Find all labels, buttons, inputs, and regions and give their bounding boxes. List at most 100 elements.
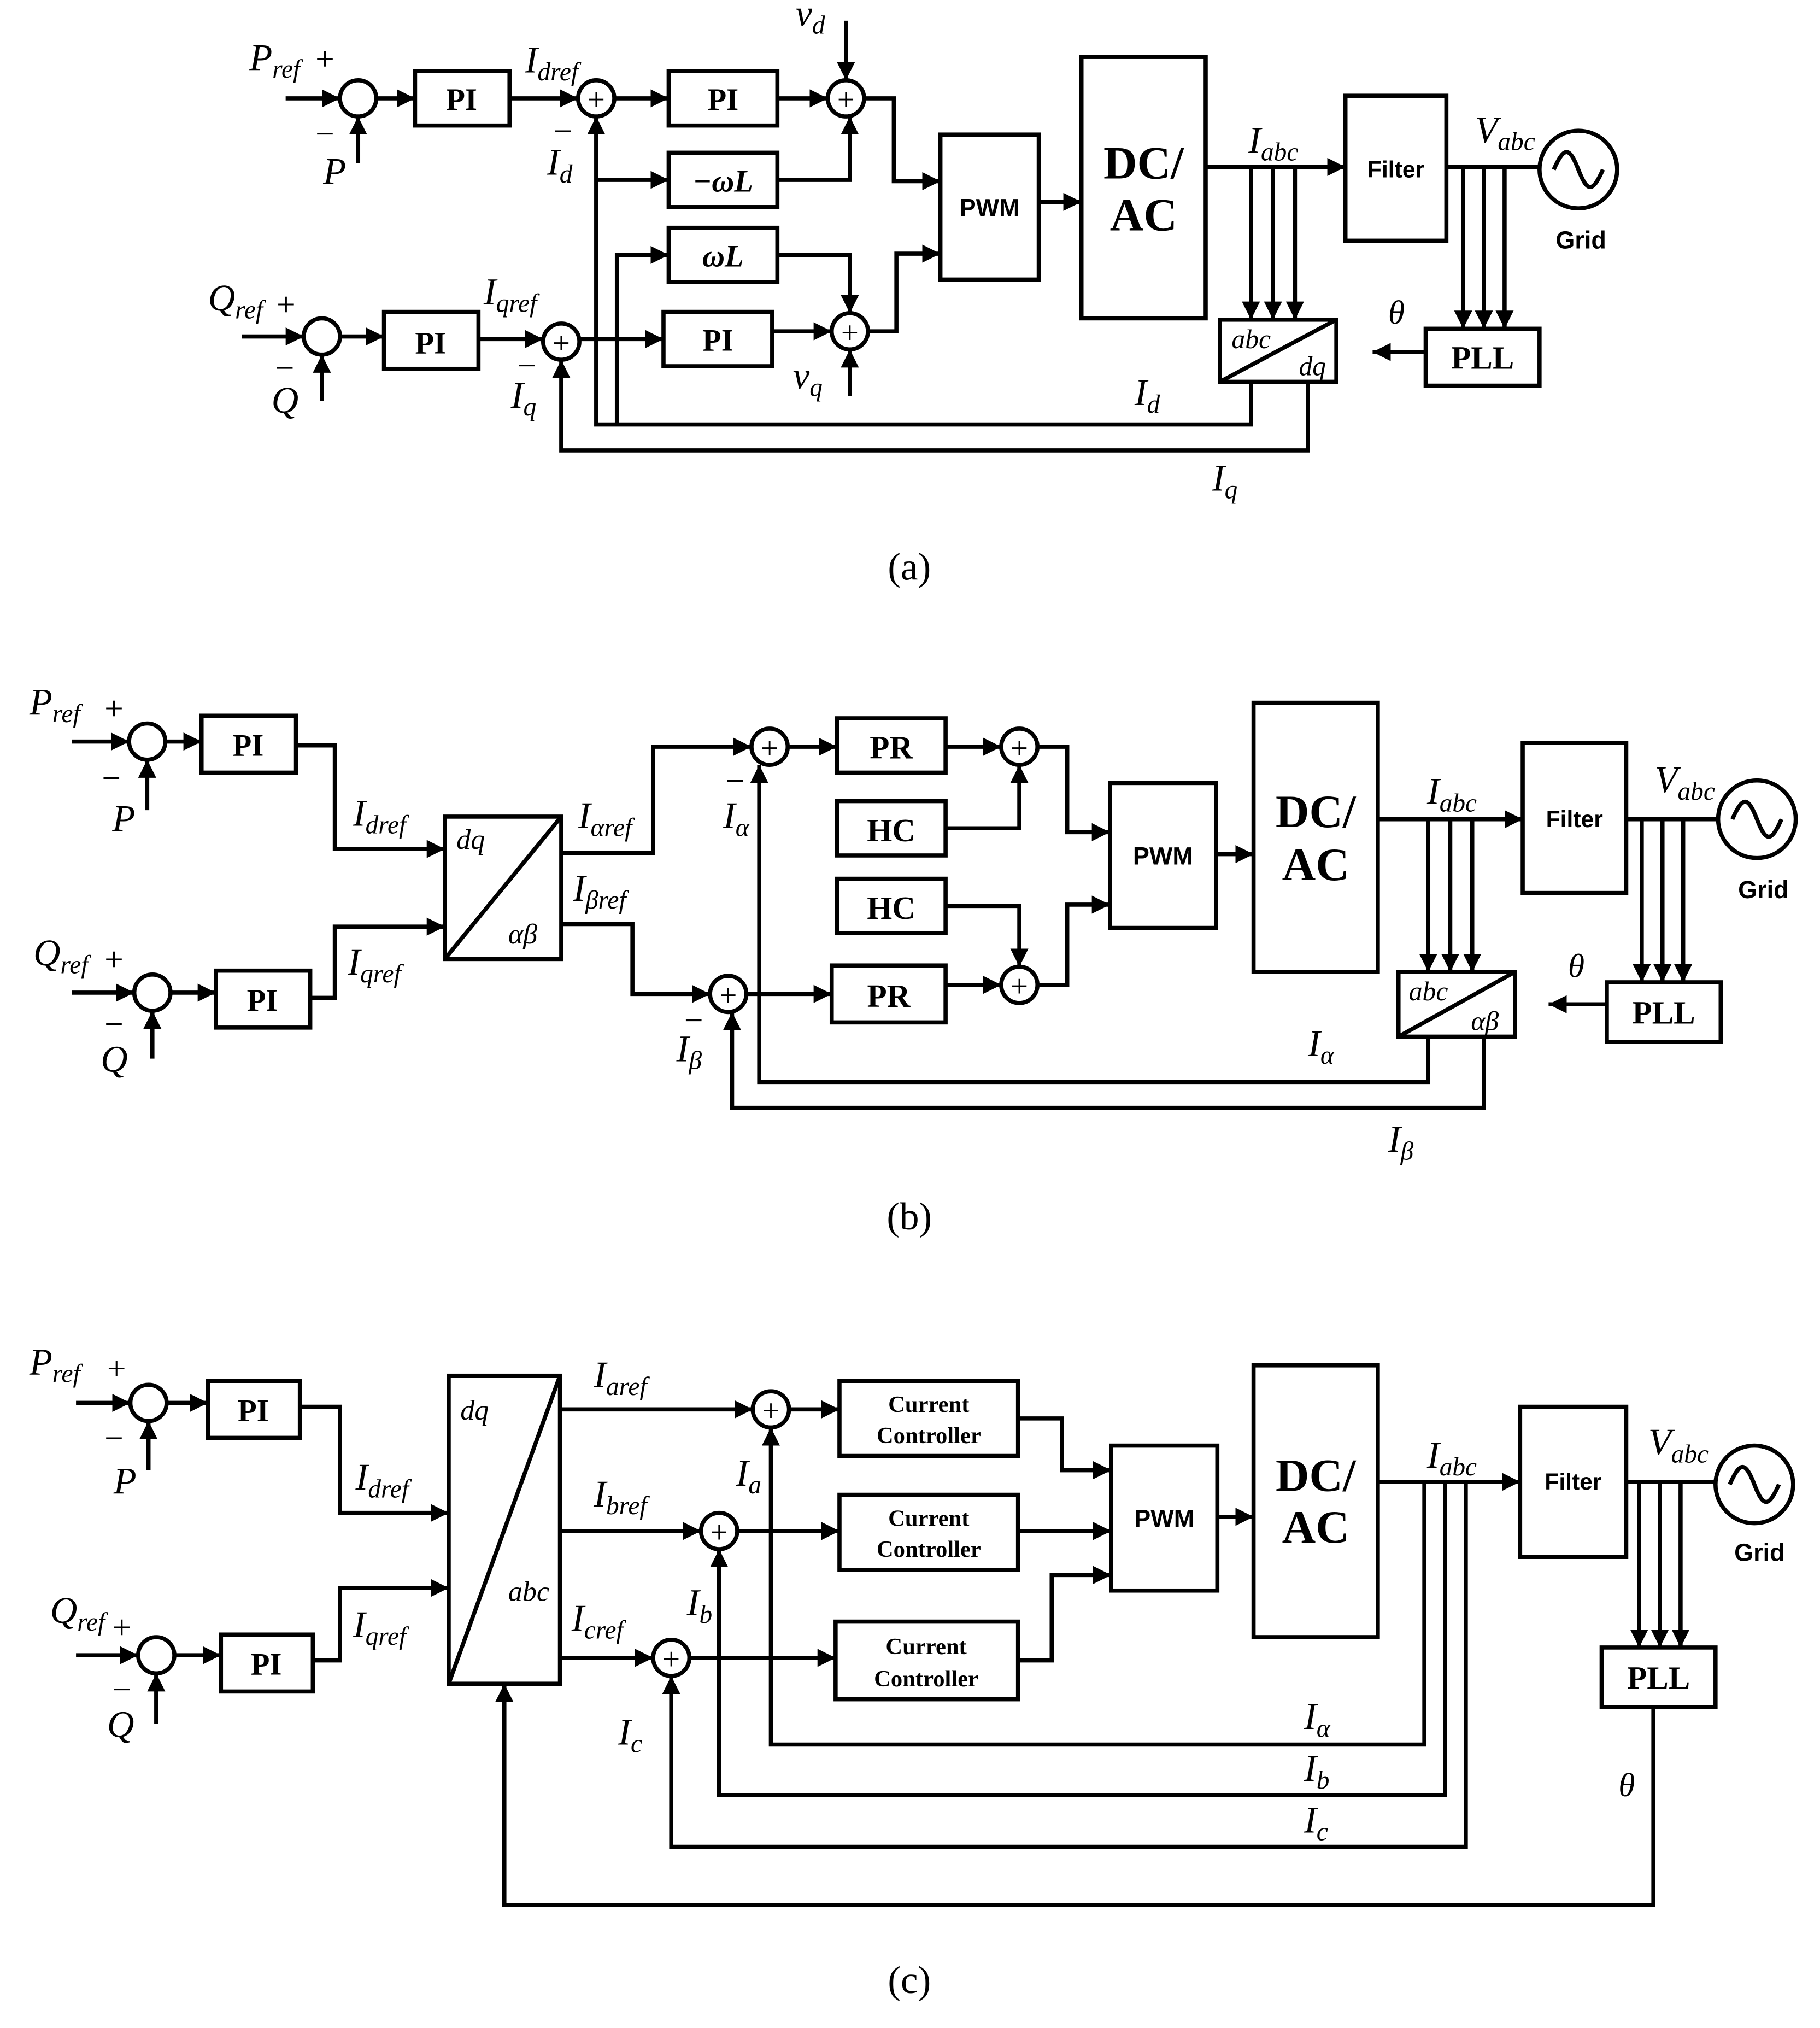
caption-c: (c)	[888, 1959, 931, 2002]
b-sign-q-minus: −	[104, 1006, 124, 1043]
b-tr1-out-label: αβ	[508, 919, 537, 950]
b-label-q: Q	[101, 1038, 128, 1080]
a-pi-d-label: PI	[707, 83, 738, 117]
c-tr-out-label: abc	[508, 1576, 549, 1608]
b-label-iqref: Iqref	[347, 941, 404, 988]
b-tr2-out-label: αβ	[1471, 1006, 1499, 1036]
a-sum-q	[302, 316, 342, 357]
c-label-ia: Ia	[736, 1452, 762, 1499]
c-sign-q-minus: −	[112, 1671, 131, 1708]
b-pi-p-label: PI	[233, 729, 264, 763]
c-label-idref: Idref	[355, 1456, 412, 1503]
b-dcac-block	[1251, 700, 1380, 974]
c-label-ic-fb: Ic	[1304, 1799, 1328, 1846]
c-pwm-label: PWM	[1134, 1505, 1194, 1533]
b-dq-alphabeta-block	[443, 814, 563, 962]
b-theta-label: θ	[1568, 948, 1584, 985]
b-label-pref: Pref	[29, 681, 84, 728]
diagram-c	[76, 1363, 1795, 1907]
a-tr-in-label: abc	[1231, 324, 1271, 354]
c-sum-p	[128, 1382, 169, 1423]
labels-c: Pref + − P PI Idref Qref + − Q PI Iqref …	[29, 1341, 1785, 2002]
a-label-iq-fb: Iq	[1212, 457, 1238, 504]
b-label-idref: Idref	[353, 793, 409, 840]
a-label-q: Q	[272, 379, 299, 421]
b-pr-alpha-label: PR	[870, 729, 913, 765]
c-cc-b-label-1: Current	[888, 1505, 969, 1531]
a-sum-iq-plus: +	[553, 326, 570, 360]
c-sign-q-plus: +	[112, 1609, 131, 1646]
c-dcac-label-1: DC/	[1276, 1450, 1357, 1501]
a-label-vq: vq	[793, 355, 823, 402]
a-sum-id-minus: −	[554, 113, 573, 150]
b-tr1-in-label: dq	[456, 824, 485, 855]
c-dcac-label-2: AC	[1282, 1502, 1349, 1553]
b-sum-hc1-plus: +	[1011, 731, 1028, 765]
c-cc-a-label-2: Controller	[877, 1423, 981, 1449]
caption-b: (b)	[886, 1195, 932, 1238]
a-tr-out-label: dq	[1299, 351, 1326, 382]
b-sum-alpha-plus: +	[761, 731, 778, 765]
c-label-ib-fb: Ib	[1304, 1748, 1330, 1795]
b-grid-label: Grid	[1738, 876, 1788, 904]
a-pwm-label: PWM	[960, 194, 1020, 221]
caption-a: (a)	[888, 546, 931, 589]
b-abc-alphabeta-block	[1396, 970, 1517, 1039]
c-cc-b-label-2: Controller	[877, 1537, 981, 1562]
a-sign-p-minus: −	[315, 115, 334, 153]
c-pll-label: PLL	[1627, 1660, 1690, 1696]
labels-a: Pref + − P PI Idref + − Id PI −ωL ωL PI …	[208, 0, 1606, 589]
b-sign-q-plus: +	[104, 941, 124, 978]
c-label-ic: Ic	[618, 1711, 642, 1758]
b-pr-beta-label: PR	[867, 978, 911, 1014]
c-sign-p-minus: −	[104, 1420, 124, 1457]
a-dcac-block	[1079, 55, 1208, 321]
a-sign-q-minus: −	[275, 350, 295, 387]
a-sign-q-plus: +	[277, 286, 296, 324]
b-sum-alpha-minus: −	[726, 763, 745, 800]
c-label-q: Q	[107, 1703, 134, 1745]
c-sum-a-plus: +	[762, 1394, 779, 1428]
c-grid-label: Grid	[1734, 1538, 1784, 1566]
c-filter-label: Filter	[1545, 1469, 1601, 1495]
a-dcac-label-2: AC	[1110, 189, 1177, 241]
c-label-vabc: Vabc	[1648, 1421, 1709, 1468]
b-label-p: P	[111, 798, 135, 839]
a-neg-omega-l-label: −ωL	[693, 164, 753, 198]
c-label-iaref: Iaref	[593, 1354, 650, 1401]
a-omega-l-label: ωL	[702, 239, 744, 274]
c-tr-in-label: dq	[460, 1395, 489, 1426]
b-pll-label: PLL	[1633, 995, 1695, 1031]
a-grid-label: Grid	[1555, 226, 1606, 254]
c-label-iabc: Iabc	[1426, 1434, 1477, 1481]
b-dcac-label-2: AC	[1282, 839, 1349, 890]
b-sum-hc2-plus: +	[1011, 969, 1028, 1004]
c-pi-q-label: PI	[251, 1648, 282, 1682]
a-pi-qref-label: PI	[415, 326, 446, 360]
c-sum-b-plus: +	[711, 1515, 728, 1550]
b-sum-beta-minus: −	[684, 1002, 703, 1039]
b-filter-label: Filter	[1546, 806, 1603, 833]
a-pi-p-label: PI	[446, 83, 477, 117]
c-label-pref: Pref	[29, 1341, 84, 1388]
c-label-ialpha-fb: Iα	[1304, 1696, 1331, 1743]
b-label-ibref: Iβref	[572, 868, 629, 915]
a-sign-p-plus: +	[315, 40, 334, 78]
c-sum-q	[136, 1635, 177, 1676]
c-label-qref: Qref	[50, 1590, 108, 1637]
a-label-iqref: Iqref	[483, 271, 540, 318]
a-label-qref: Qref	[208, 277, 266, 324]
a-sum-id-plus: +	[588, 83, 605, 117]
b-label-ialpha-fb: Iα	[1307, 1023, 1335, 1070]
b-pi-q-label: PI	[247, 983, 278, 1018]
b-hc-1-label: HC	[867, 812, 915, 848]
b-label-qref: Qref	[33, 932, 91, 979]
c-pi-p-label: PI	[238, 1394, 269, 1428]
diagram-b	[72, 700, 1798, 1110]
a-label-iq-left: Iq	[510, 374, 537, 421]
b-sum-beta-plus: +	[719, 978, 737, 1013]
c-label-p: P	[113, 1460, 137, 1502]
a-pi-q-label: PI	[702, 324, 733, 358]
b-label-ibeta-fb: Iβ	[1388, 1118, 1414, 1165]
